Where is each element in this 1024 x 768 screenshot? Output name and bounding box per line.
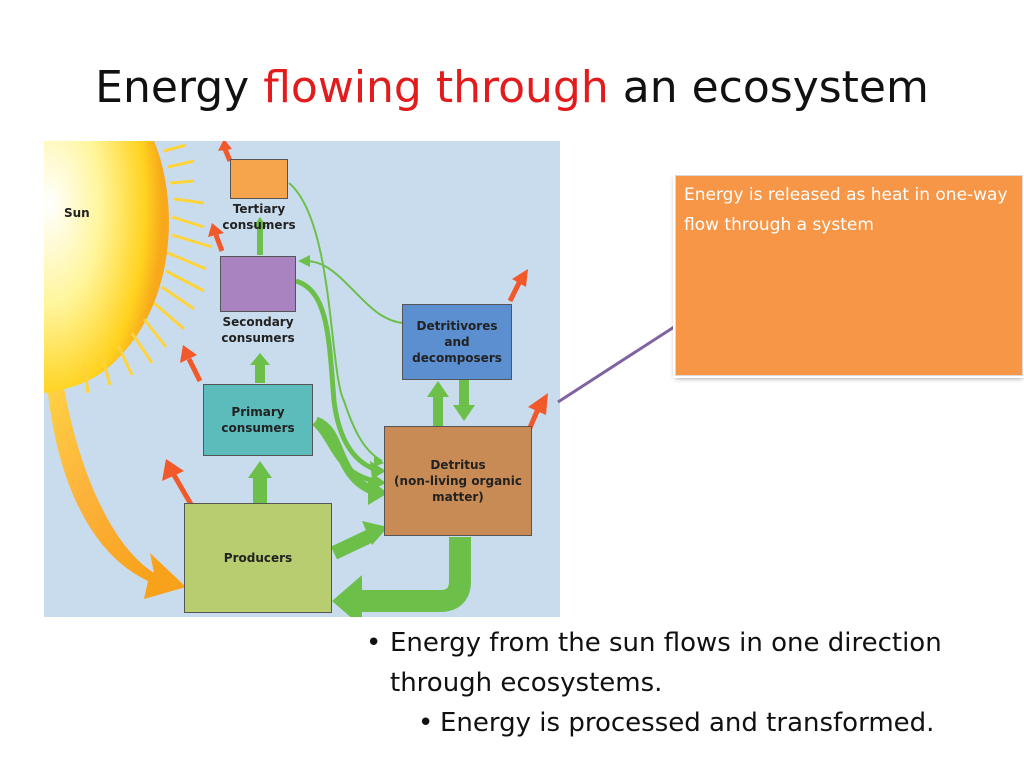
detritus-box: Detritus (non-living organic matter) xyxy=(384,426,532,536)
primary-consumers-box: Primary consumers xyxy=(203,384,313,456)
producers-to-detritus-arrow xyxy=(331,528,375,560)
tertiary-consumers-label: Tertiary consumers xyxy=(222,202,296,232)
heat-callout: Energy is released as heat in one-way fl… xyxy=(675,175,1023,376)
detritivores-box: Detritivores and decomposers xyxy=(402,304,512,380)
producers-box: Producers xyxy=(184,503,332,613)
trophic-up-arrows xyxy=(248,217,475,504)
secondary-consumers-box xyxy=(220,256,296,312)
sun-label: Sun xyxy=(64,206,90,220)
title-part-energy: Energy xyxy=(95,62,250,113)
heat-callout-text: Energy is released as heat in one-way fl… xyxy=(684,185,1008,235)
title-part-ecosystem: an ecosystem xyxy=(622,62,929,113)
bullet-dot: • xyxy=(366,628,382,658)
sunlight-arrow xyxy=(44,311,186,599)
primary-to-detritus-arrow xyxy=(313,416,376,496)
bullet-main-text: Energy from the sun flows in one directi… xyxy=(390,628,942,698)
thick-arrowhead-c xyxy=(332,575,362,617)
title-highlight: flowing through xyxy=(263,62,609,113)
thin-flow-arrows xyxy=(288,182,405,462)
thin-arrowhead-1 xyxy=(374,455,384,467)
thick-arrowhead-a xyxy=(368,479,388,505)
sun-icon xyxy=(44,141,169,393)
heat-loss-arrowheads xyxy=(162,141,548,481)
bullet-sub-dot: • xyxy=(418,708,434,738)
thin-arrowhead-2 xyxy=(298,255,310,267)
sun-rays xyxy=(82,143,213,394)
secondary-consumers-label: Secondary consumers xyxy=(221,315,295,345)
energy-flow-diagram: Sun Tertiary consumers Secondary consume… xyxy=(44,141,560,617)
tertiary-consumers-box xyxy=(230,159,288,199)
slide-title: Energy flowing through an ecosystem xyxy=(0,62,1024,113)
bullet-sub: •Energy is processed and transformed. xyxy=(366,703,1006,743)
detritus-to-producers-arrow xyxy=(354,537,471,612)
bullet-main: • Energy from the sun flows in one direct… xyxy=(366,623,1006,703)
bullet-list: • Energy from the sun flows in one direct… xyxy=(366,623,1006,743)
bullet-sub-text: Energy is processed and transformed. xyxy=(440,708,935,738)
thick-arrowhead-b xyxy=(362,521,388,545)
